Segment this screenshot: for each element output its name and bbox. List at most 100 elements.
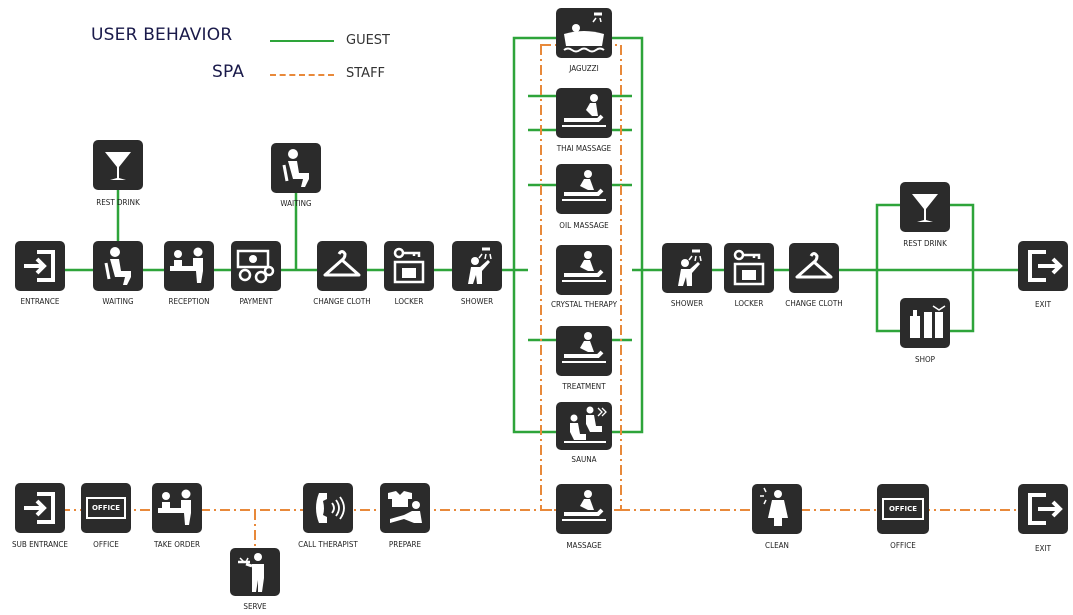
prepare-label: PREPARE [388, 540, 422, 549]
shower-icon [678, 249, 702, 286]
exit-node [1018, 241, 1068, 291]
shower-label: SHOWER [460, 297, 494, 306]
treatment-node [556, 326, 612, 376]
payment-node [231, 241, 281, 291]
money-icon [236, 249, 275, 284]
sauna-node [556, 402, 612, 450]
reception-node [164, 241, 214, 291]
waiting-label: WAITING [102, 297, 134, 306]
sauna-icon [564, 406, 607, 443]
exit-icon [1028, 493, 1063, 525]
reception-desk-icon [170, 247, 203, 283]
office-2-sign: OFFICE [882, 498, 924, 520]
prepare-node [380, 483, 430, 533]
locker-2-node [724, 243, 774, 293]
legend-staff-line [270, 74, 334, 76]
legend-title-user-behavior: USER BEHAVIOR [91, 25, 233, 45]
entrance-node [15, 241, 65, 291]
change-cloth-2-node [789, 243, 839, 293]
change-cloth-2-label: CHANGE CLOTH [785, 299, 843, 308]
seated-person-icon [104, 247, 131, 285]
waiter-icon [238, 553, 264, 592]
shower-node [452, 241, 502, 291]
payment-label: PAYMENT [239, 297, 273, 306]
locker-key-icon [733, 249, 765, 286]
jacuzzi-icon [563, 12, 605, 53]
crystal-therapy-label: CRYSTAL THERAPY [551, 300, 617, 309]
change-cloth-node [317, 241, 367, 291]
massage-icon [562, 251, 606, 282]
massage-label: MASSAGE [566, 541, 602, 550]
massage-icon [562, 332, 606, 363]
cocktail-icon [912, 194, 938, 222]
oil-massage-label: OIL MASSAGE [559, 221, 609, 230]
seated-person-icon [282, 149, 309, 187]
rest-drink-top-label: REST DRINK [96, 198, 140, 207]
jaguzzi-label: JAGUZZI [569, 64, 599, 73]
shop-bottles-icon [910, 305, 946, 338]
massage-icon [562, 490, 606, 521]
rest-drink-top-node [93, 140, 143, 190]
locker-label: LOCKER [394, 297, 424, 306]
office-2-node: OFFICE [877, 484, 929, 534]
waiting-node [93, 241, 143, 291]
office-node: OFFICE [81, 483, 131, 533]
rest-drink-2-label: REST DRINK [903, 239, 947, 248]
entrance-icon [24, 492, 55, 524]
call-therapist-label: CALL THERAPIST [298, 540, 358, 549]
clean-node [752, 484, 802, 534]
rest-drink-2-node [900, 182, 950, 232]
crystal-therapy-node [556, 245, 612, 295]
legend-title-spa: SPA [212, 62, 245, 82]
shower-icon [468, 247, 492, 284]
office-2-sign-text: OFFICE [888, 505, 918, 513]
take-order-label: TAKE ORDER [154, 540, 200, 549]
office-label: OFFICE [93, 540, 119, 549]
massage-icon [562, 170, 606, 201]
reception-label: RECEPTION [168, 297, 210, 306]
change-cloth-label: CHANGE CLOTH [313, 297, 371, 306]
legend-staff-label: STAFF [346, 66, 386, 81]
take-order-node [152, 483, 202, 533]
legend-guest-label: GUEST [346, 33, 390, 48]
waiting-top-node [271, 143, 321, 193]
entrance-icon [24, 250, 55, 282]
locker-key-icon [393, 247, 425, 284]
entrance-label: ENTRANCE [20, 297, 60, 306]
office-sign-text: OFFICE [91, 504, 121, 512]
locker-node [384, 241, 434, 291]
sub-entrance-node [15, 483, 65, 533]
thai-massage-node [556, 88, 612, 138]
cocktail-icon [105, 152, 131, 180]
hanger-icon [795, 252, 833, 279]
office-sign: OFFICE [86, 497, 126, 519]
massage-node [556, 484, 612, 534]
prepare-icon [388, 491, 422, 523]
legend-guest-line [270, 40, 334, 42]
oil-massage-node [556, 164, 612, 214]
call-therapist-node [303, 483, 353, 533]
shop-label: SHOP [915, 355, 935, 364]
staff-exit-node [1018, 484, 1068, 534]
reception-desk-icon [158, 489, 191, 525]
hanger-icon [323, 250, 361, 277]
massage-icon [562, 94, 606, 127]
sauna-label: SAUNA [571, 455, 597, 464]
serve-label: SERVE [243, 602, 267, 611]
exit-icon [1028, 250, 1063, 282]
thai-massage-label: THAI MASSAGE [556, 144, 612, 153]
serve-node [230, 548, 280, 596]
staff-exit-label: EXIT [1035, 544, 1051, 553]
jaguzzi-node [556, 8, 612, 58]
locker-2-label: LOCKER [734, 299, 764, 308]
clean-label: CLEAN [765, 541, 789, 550]
waiting-top-label: WAITING [280, 199, 312, 208]
shower-2-label: SHOWER [670, 299, 704, 308]
exit-label: EXIT [1035, 300, 1051, 309]
treatment-label: TREATMENT [562, 382, 606, 391]
phone-icon [316, 493, 345, 523]
office-2-label: OFFICE [890, 541, 916, 550]
shower-2-node [662, 243, 712, 293]
cleaner-icon [760, 487, 788, 526]
sub-entrance-label: SUB ENTRANCE [12, 540, 68, 549]
